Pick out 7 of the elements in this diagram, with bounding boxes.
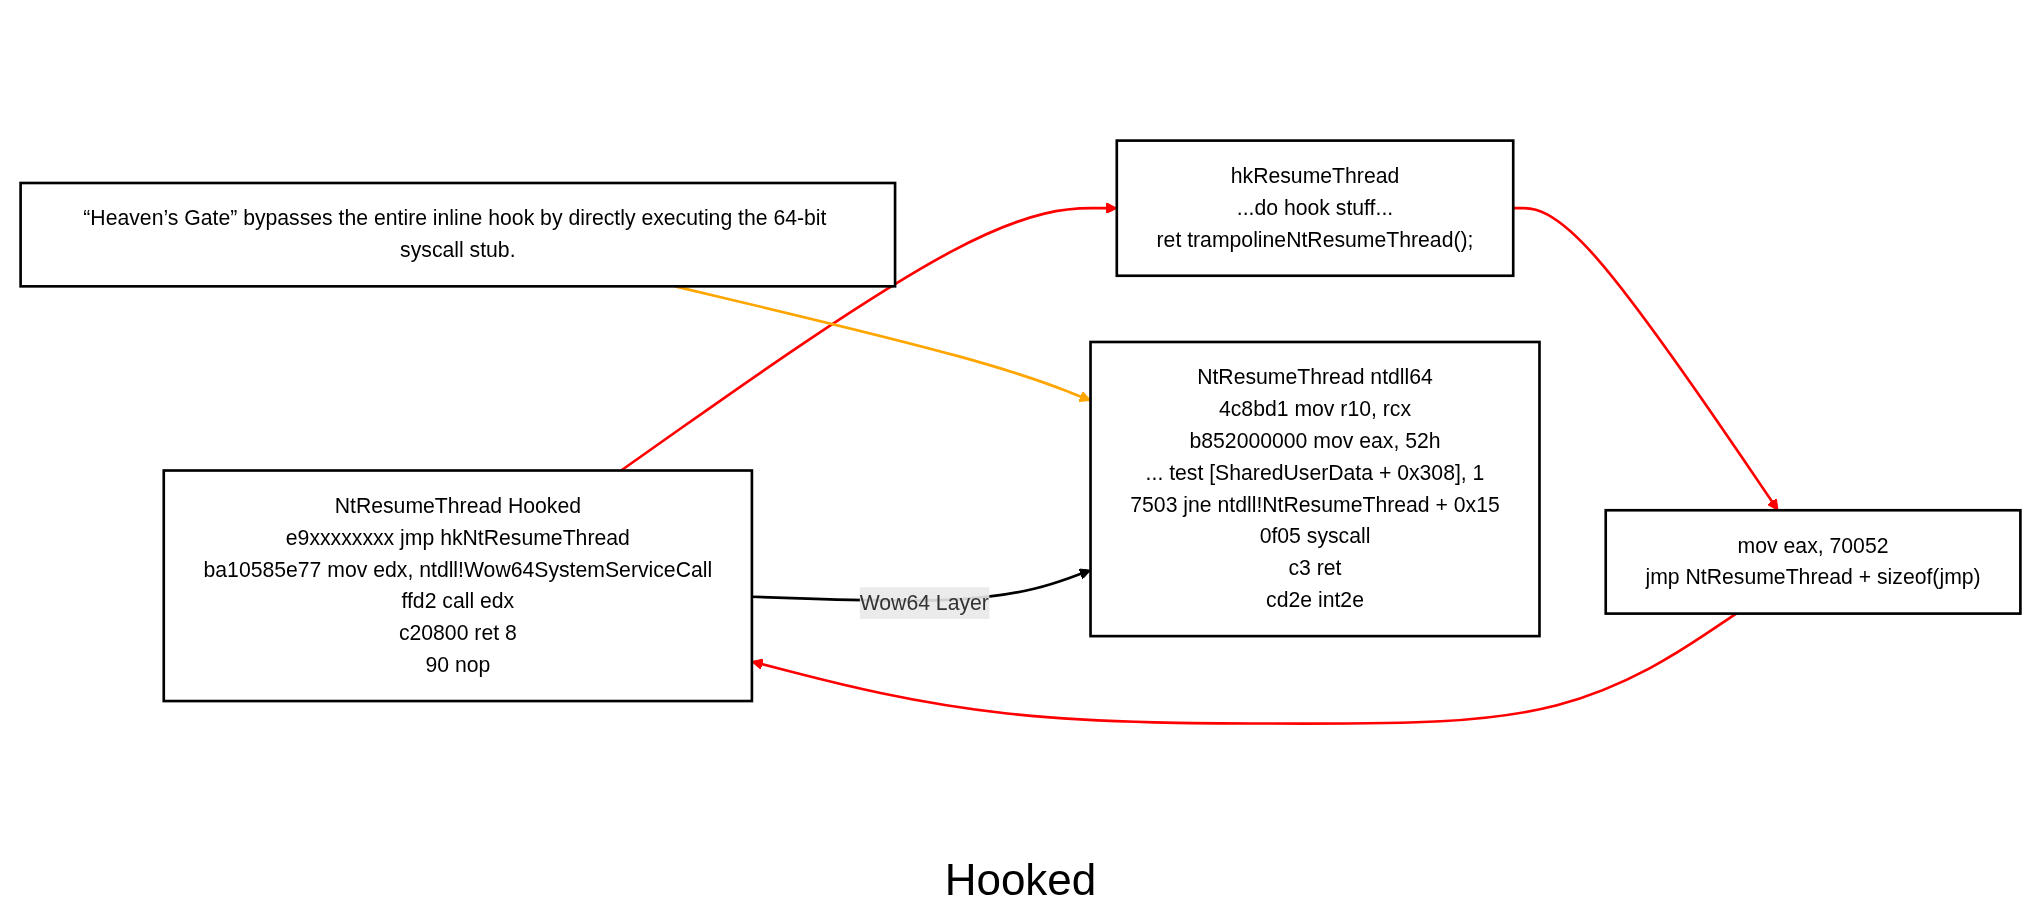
node-box: NtResumeThread Hooked e9xxxxxxxx jmp hkNtResumeThread ba10585e77 mov edx, ntdll!Wow64SystemServiceCall ffd2 call edx c20800 ret 8 90 nop xyxy=(162,469,754,703)
node-box: hkResumeThread ...do hook stuff... ret trampolineNtResumeThread(); xyxy=(1115,139,1515,278)
edge-label: Wow64 Layer xyxy=(859,591,989,615)
node-box: NtResumeThread ntdll64 4c8bd1 mov r10, rcx b852000000 mov eax, 52h ... test [SharedUserData + 0x308], 1 7503 jne ntdll!NtResumeThread + 0x15 0f05 syscall c3 ret cd2e int2e xyxy=(1089,341,1541,638)
node-box: “Heaven’s Gate” bypasses the entire inline hook by directly executing the 64-bit syscall stub. xyxy=(19,182,897,289)
node-box: mov eax, 70052 jmp NtResumeThread + sizeof(jmp) xyxy=(1604,509,2022,616)
diagram-label: Hooked xyxy=(944,855,1097,905)
